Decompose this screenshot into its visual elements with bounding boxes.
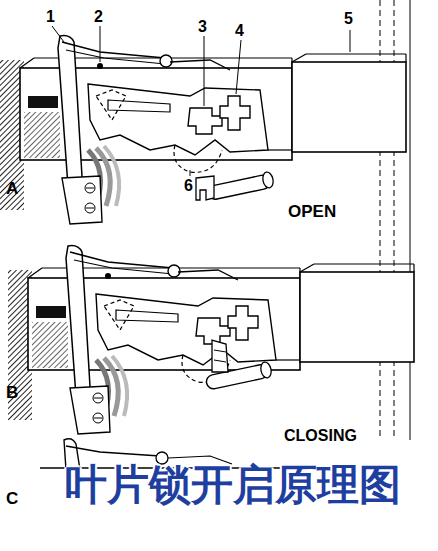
callout-number: 6 [184,178,193,194]
panel-letter: B [6,384,18,401]
lock-panel-a [0,36,406,224]
callout-number: 5 [344,11,353,27]
callout-number: 3 [198,19,207,35]
caption: 叶片锁开启原理图 [65,462,401,508]
callout-number: 2 [94,9,103,25]
state-label: OPEN [288,203,336,220]
key-a [196,171,275,200]
callout-number: 4 [235,23,244,39]
panel-letter: A [6,180,18,197]
state-label: CLOSING [284,428,357,444]
panel-letter: C [6,490,18,507]
callout-number: 1 [46,9,55,25]
lock-panel-b [8,246,414,434]
leader-lines [52,26,350,176]
key-b [205,340,272,390]
